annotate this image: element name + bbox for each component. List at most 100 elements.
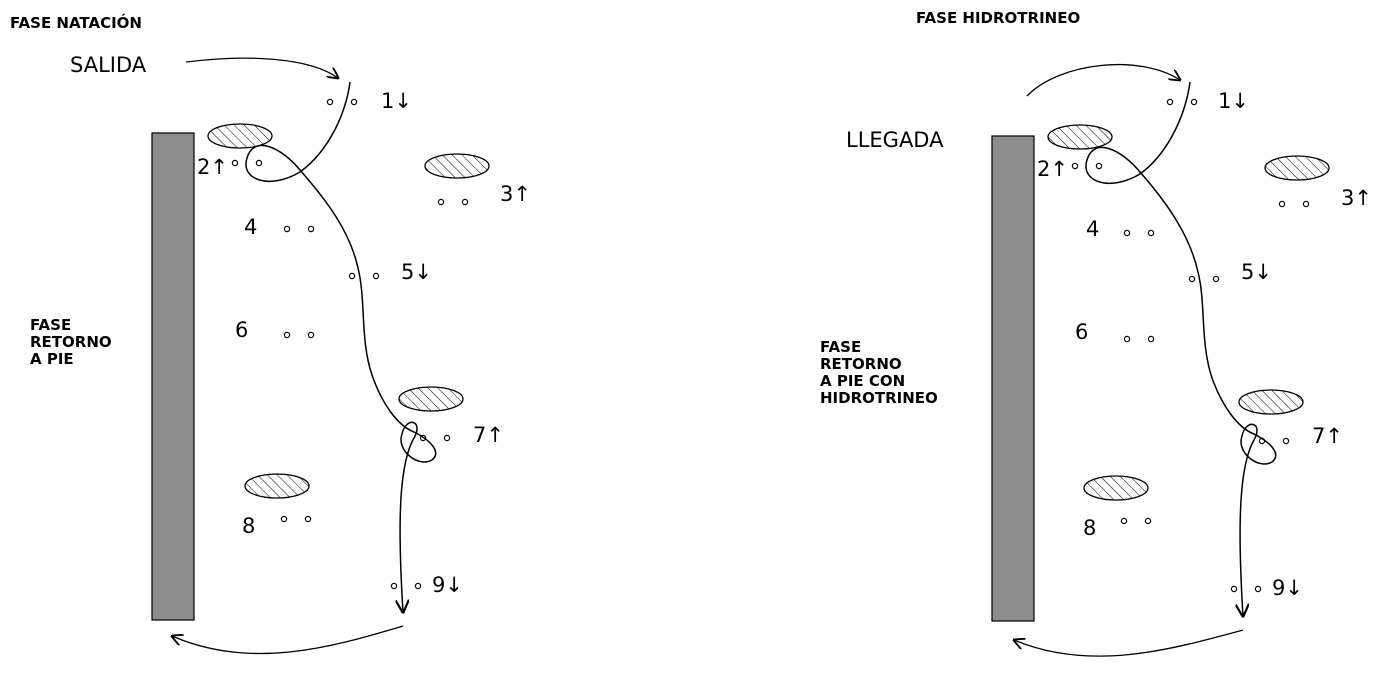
station-4: 4 [1086,217,1155,241]
station-8: 8 [1083,516,1152,540]
station-1: 1↓ [1166,89,1249,113]
obstacle-ellipse [424,153,490,179]
station-6: 6 [1075,320,1155,344]
station-dot [304,515,312,523]
obstacle-ellipse [398,386,464,412]
station-3: 3↑ [437,182,531,206]
station-dot [1254,585,1262,593]
side-label-line: RETORNO [30,333,112,351]
station-label: 2↑ [197,155,228,179]
station-3: 3↑ [1278,186,1372,210]
station-label: 5↓ [1241,260,1272,284]
side-label-line: HIDROTRINEO [820,389,938,407]
station-label: 1↓ [381,89,412,113]
station-9: 9↓ [1230,576,1303,600]
station-dot [1230,585,1238,593]
start-arrow [1026,64,1180,97]
return-arrow [1014,629,1244,657]
station-label: 7↑ [473,423,504,447]
swim-path [1085,81,1277,616]
station-dot [280,515,288,523]
station-dot [1190,98,1198,106]
station-dot [231,159,239,167]
station-6: 6 [235,318,315,342]
return-arrow [172,625,404,655]
side-label-line: A PIE CON [820,372,905,390]
start-label: SALIDA [70,53,147,77]
station-dot [1278,200,1286,208]
station-5: 5↓ [348,260,432,284]
station-4: 4 [244,215,315,239]
station-dot [443,434,451,442]
obstacle-ellipse [207,123,273,149]
station-8: 8 [242,514,312,538]
station-label: 2↑ [1037,157,1068,181]
station-dot [326,98,334,106]
station-label: 8 [242,514,255,538]
station-label: 9↓ [1272,576,1303,600]
station-dot [1071,162,1079,170]
obstacle-ellipse [1047,124,1113,150]
station-dot [437,198,445,206]
station-dot [348,272,356,280]
station-dot [414,582,422,590]
station-dot [390,582,398,590]
station-dot [461,198,469,206]
station-label: 3↑ [500,182,531,206]
station-dot [1282,437,1290,445]
station-dot [1123,229,1131,237]
phase-title: FASE NATACIÓN [10,13,142,32]
station-dot [1188,275,1196,283]
station-label: 4 [244,215,257,239]
station-1: 1↓ [326,89,412,113]
side-label-line: A PIE [30,350,74,368]
station-label: 8 [1083,516,1096,540]
swim-path [245,81,437,612]
station-dot [283,225,291,233]
start-label: LLEGADA [846,128,944,152]
station-dot [1302,200,1310,208]
station-dot [1095,162,1103,170]
station-5: 5↓ [1188,260,1272,284]
pool-wall [151,132,195,621]
station-dot [350,98,358,106]
station-label: 5↓ [401,260,432,284]
station-label: 4 [1086,217,1099,241]
obstacle-ellipse [1238,389,1304,415]
station-dot [419,434,427,442]
station-label: 7↑ [1312,424,1343,448]
station-label: 3↑ [1341,186,1372,210]
station-2: 2↑ [197,155,263,179]
side-label-line: RETORNO [820,355,902,373]
station-dot [1258,437,1266,445]
station-dot [1120,517,1128,525]
station-2: 2↑ [1037,157,1103,181]
station-dot [283,331,291,339]
station-dot [255,159,263,167]
station-dot [1212,275,1220,283]
station-dot [372,272,380,280]
side-label-line: FASE [820,338,861,356]
station-9: 9↓ [390,573,463,597]
station-label: 9↓ [432,573,463,597]
side-label-line: FASE [30,316,71,334]
station-dot [1147,335,1155,343]
station-7: 7↑ [419,423,504,447]
station-dot [307,331,315,339]
obstacle-ellipse [244,473,310,499]
phase-title: FASE HIDROTRINEO [916,9,1080,27]
pool-wall [991,135,1035,622]
obstacle-ellipse [1083,475,1149,501]
start-arrow [185,57,338,78]
station-label: 1↓ [1218,89,1249,113]
obstacle-ellipse [1264,155,1330,181]
station-dot [1123,335,1131,343]
station-dot [1147,229,1155,237]
station-dot [307,225,315,233]
station-dot [1166,98,1174,106]
